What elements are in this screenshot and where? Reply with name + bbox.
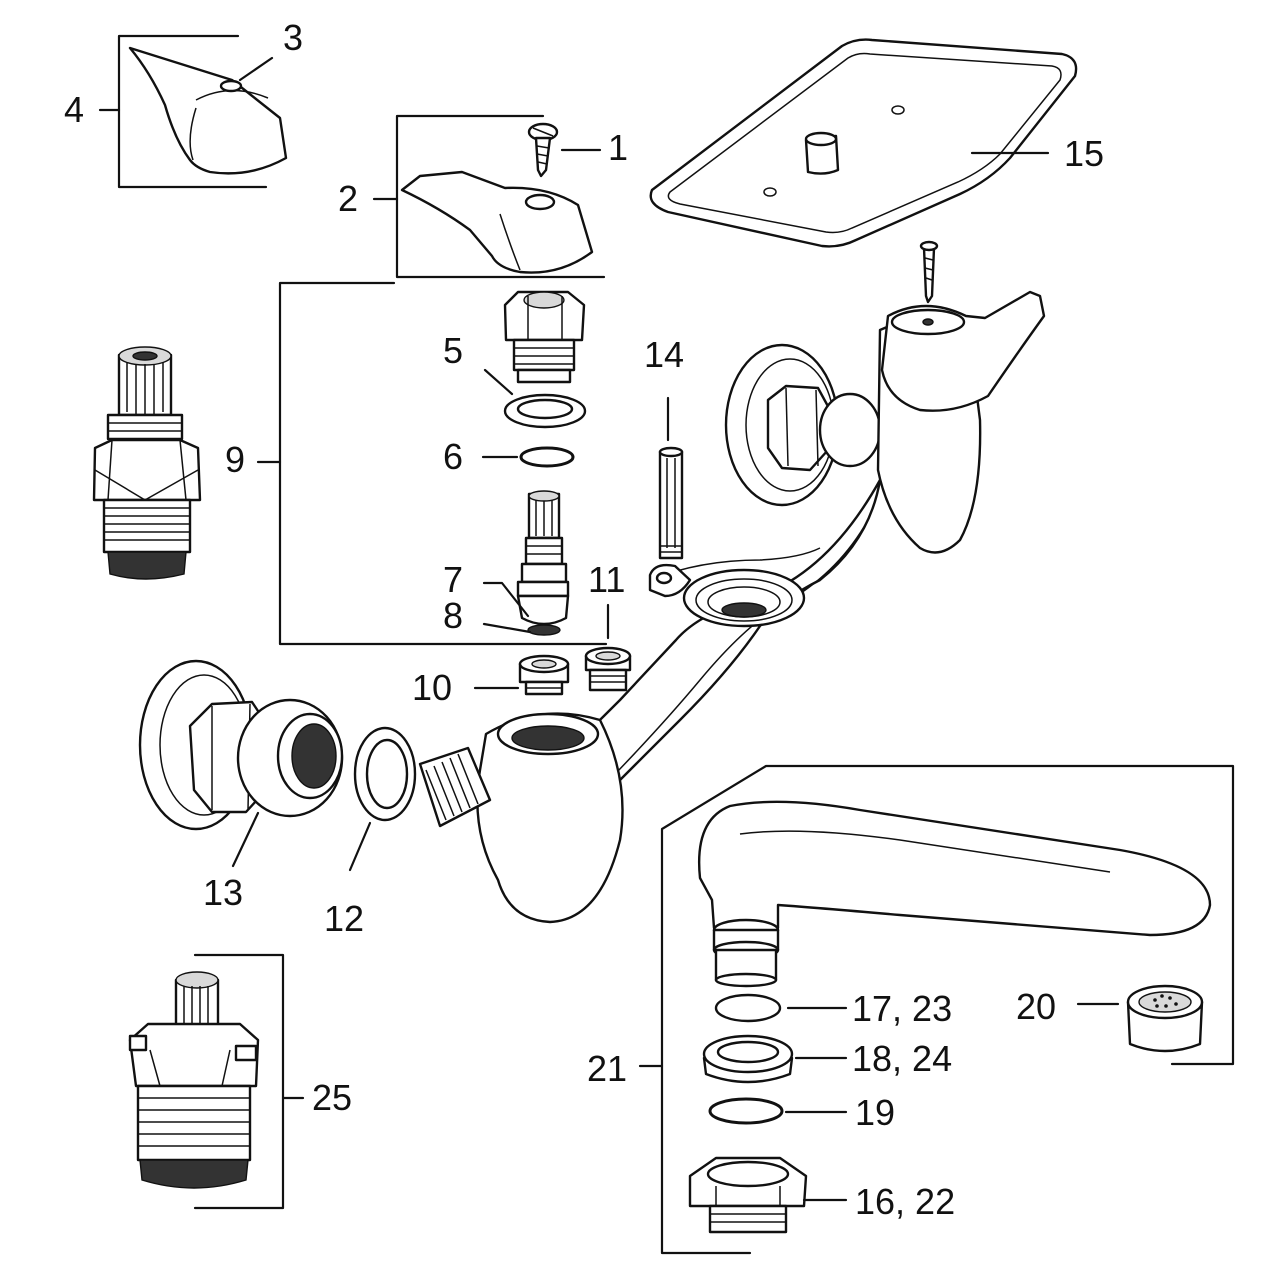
- bracket-9: [256, 281, 608, 646]
- leader-3: [238, 56, 274, 82]
- callout-14: 14: [644, 334, 684, 375]
- leader-12: [348, 821, 372, 872]
- callout-7: 7: [443, 559, 463, 600]
- callout-18-24: 18, 24: [852, 1038, 952, 1079]
- callout-19: 19: [855, 1092, 895, 1133]
- callout-2: 2: [338, 178, 358, 219]
- callout-21: 21: [587, 1048, 627, 1089]
- spout-nut-16-22: [688, 1156, 808, 1234]
- callout-10: 10: [412, 667, 452, 708]
- handle-screw-hole: [524, 193, 556, 211]
- callout-17-23: 17, 23: [852, 988, 952, 1029]
- gasket-12: [353, 726, 417, 822]
- escutcheon-plate-15: [649, 38, 1078, 248]
- leader-5: [483, 368, 514, 396]
- seat-10: [518, 654, 570, 696]
- callout-25: 25: [312, 1077, 352, 1118]
- callout-11: 11: [588, 559, 625, 600]
- callout-9: 9: [225, 439, 245, 480]
- faucet-body: [418, 240, 1046, 924]
- pin-14: [658, 446, 684, 560]
- bracket-25: [193, 953, 305, 1210]
- bracket-4: [98, 34, 268, 189]
- washer-8: [527, 624, 561, 636]
- leader-7: [482, 581, 530, 618]
- callout-15: 15: [1064, 133, 1104, 174]
- callout-16-22: 16, 22: [855, 1181, 955, 1222]
- seat-11: [584, 646, 632, 692]
- callout-1: 1: [608, 127, 628, 168]
- bracket-21: [638, 764, 1235, 1255]
- cartridge-left: [92, 346, 202, 580]
- aerator-20: [1126, 984, 1204, 1053]
- leader-8: [482, 622, 532, 634]
- screw-1: [527, 122, 559, 178]
- callout-8: 8: [443, 595, 463, 636]
- callout-4: 4: [64, 89, 84, 130]
- o-ring-19: [708, 1097, 784, 1125]
- callout-3: 3: [283, 17, 303, 58]
- callout-6: 6: [443, 436, 463, 477]
- washer-18-24: [702, 1034, 794, 1084]
- lever-handle-2: [400, 170, 594, 274]
- callout-20: 20: [1016, 986, 1056, 1027]
- bonnet-nut: [503, 290, 586, 384]
- seal-17-23: [714, 993, 782, 1023]
- spout: [698, 800, 1212, 988]
- o-ring-6: [519, 446, 575, 468]
- washer-5: [503, 393, 587, 429]
- bracket-2: [372, 114, 606, 279]
- callout-13: 13: [203, 872, 243, 913]
- lever-handle-4: [128, 46, 288, 175]
- leader-13: [231, 811, 260, 868]
- callout-5: 5: [443, 330, 463, 371]
- wall-union-13: [138, 659, 344, 831]
- callout-12: 12: [324, 898, 364, 939]
- cartridge-25: [128, 971, 260, 1189]
- screw-hole-3: [219, 79, 243, 93]
- valve-stem-7: [516, 490, 570, 626]
